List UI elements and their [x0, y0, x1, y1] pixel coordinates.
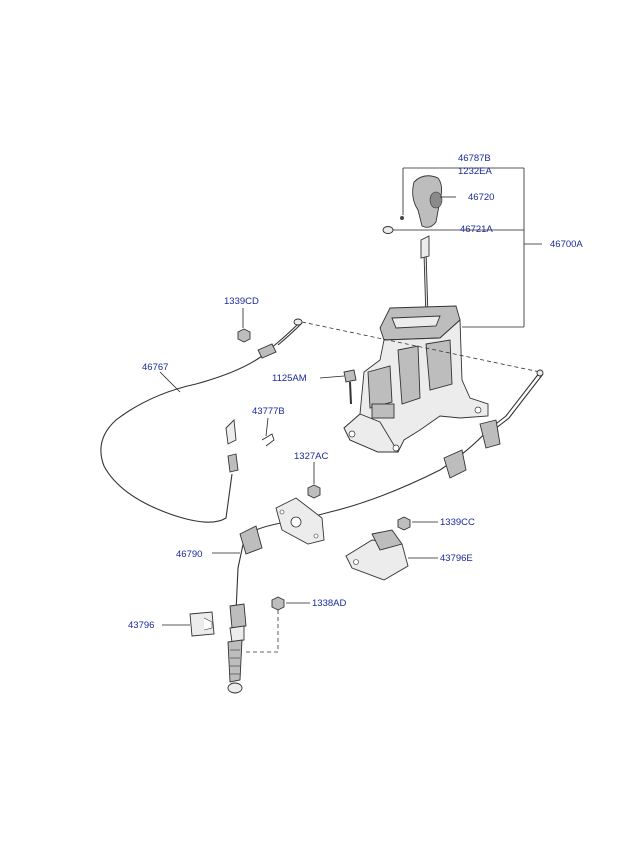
knob-leader-lines	[393, 167, 542, 328]
nut-1339cc	[397, 516, 438, 531]
nut-1338ad	[246, 596, 310, 653]
cable-46790	[212, 369, 544, 694]
part-label-46700a[interactable]: 46700A	[550, 239, 583, 250]
part-label-1338ad[interactable]: 1338AD	[312, 598, 346, 609]
clip-43777b	[261, 417, 275, 447]
bolt-1125am	[319, 369, 357, 405]
nut-1339cd	[237, 308, 251, 343]
cable-46767	[100, 318, 541, 523]
part-label-46767[interactable]: 46767	[142, 362, 168, 373]
part-label-43777b[interactable]: 43777B	[252, 406, 285, 417]
part-label-46787b[interactable]: 46787B	[458, 153, 491, 164]
part-label-46721a[interactable]: 46721A	[460, 224, 493, 235]
clip-43796	[162, 611, 215, 637]
part-label-46720[interactable]: 46720	[468, 192, 494, 203]
shift-knob	[412, 175, 443, 228]
knob-button	[382, 226, 394, 234]
part-label-43796[interactable]: 43796	[128, 620, 154, 631]
part-label-1327ac[interactable]: 1327AC	[294, 451, 328, 462]
knob-screw	[400, 216, 404, 220]
nut-1327ac	[307, 462, 321, 499]
part-label-1339cc[interactable]: 1339CC	[440, 517, 475, 528]
bracket-43796e	[345, 529, 438, 581]
part-label-43796e[interactable]: 43796E	[440, 553, 473, 564]
part-labels: 46787B 1232EA 46720 46721A 46700A 1339CD…	[128, 153, 583, 631]
part-label-46790[interactable]: 46790	[176, 549, 202, 560]
part-label-1232ea[interactable]: 1232EA	[458, 166, 492, 177]
shift-lever-assembly	[343, 235, 489, 453]
part-label-1339cd[interactable]: 1339CD	[224, 296, 259, 307]
part-label-1125am[interactable]: 1125AM	[272, 373, 307, 384]
